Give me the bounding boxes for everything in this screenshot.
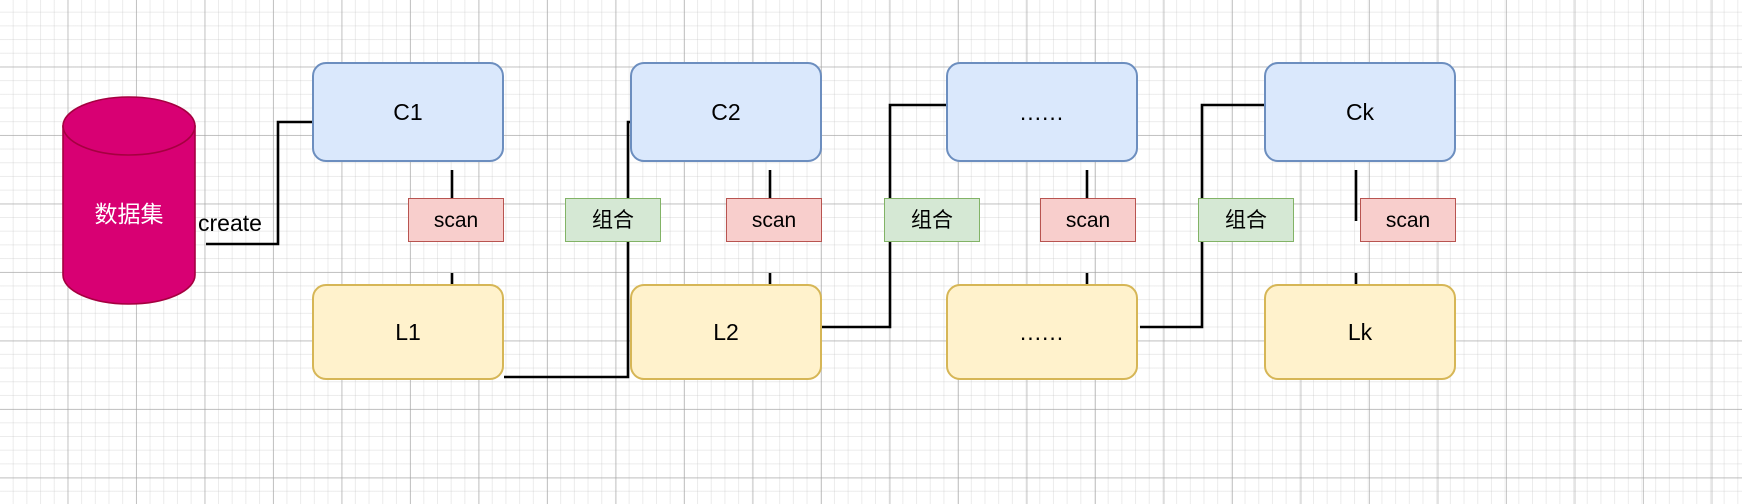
node-l1-label: L1 [395,318,421,345]
node-l1[interactable]: L1 [312,284,504,380]
node-l3[interactable]: ...... [946,284,1138,380]
label-scan-2: scan [726,198,822,242]
node-ck-label: Ck [1345,98,1375,125]
label-scan-4: scan [1360,198,1456,242]
edge-label-create: create [198,210,262,236]
node-lk[interactable]: Lk [1264,284,1456,380]
node-c3-label: ...... [1019,98,1065,125]
label-scan-3: scan [1040,198,1136,242]
label-scan-3-text: scan [1065,208,1111,232]
label-combine-1: 组合 [565,198,661,242]
node-c1-label: C1 [393,98,423,125]
node-c2-label: C2 [711,98,741,125]
label-scan-2-text: scan [751,208,797,232]
node-lk-label: Lk [1347,318,1373,345]
node-l3-label: ...... [1019,318,1065,345]
datastore-label: 数据集 [94,201,164,227]
label-combine-2: 组合 [884,198,980,242]
label-scan-4-text: scan [1385,208,1431,232]
label-scan-1-text: scan [433,208,479,232]
node-c3[interactable]: ...... [946,62,1138,162]
label-combine-1-text: 组合 [592,208,634,232]
node-l2-label: L2 [713,318,739,345]
label-combine-3: 组合 [1198,198,1294,242]
node-ck[interactable]: Ck [1264,62,1456,162]
label-scan-1: scan [408,198,504,242]
node-c1[interactable]: C1 [312,62,504,162]
label-combine-2-text: 组合 [911,208,953,232]
node-l2[interactable]: L2 [630,284,822,380]
label-combine-3-text: 组合 [1225,208,1267,232]
node-c2[interactable]: C2 [630,62,822,162]
